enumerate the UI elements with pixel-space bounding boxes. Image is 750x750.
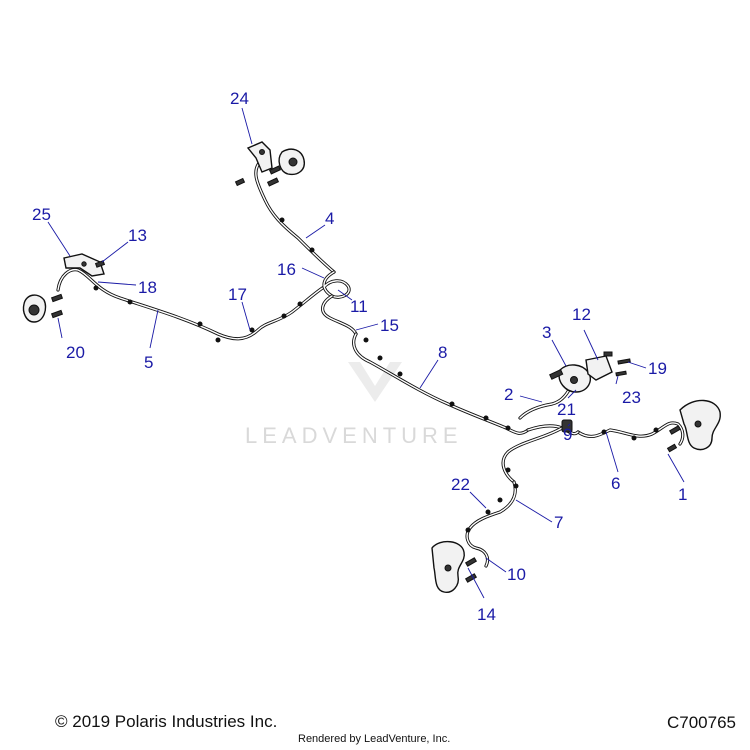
bracket-25 (63, 253, 106, 277)
callout-13: 13 (128, 226, 147, 245)
callout-21: 21 (557, 400, 576, 419)
front-right-caliper (234, 148, 305, 187)
callout-9: 9 (563, 425, 572, 444)
callout-12: 12 (572, 305, 591, 324)
callout-8: 8 (438, 343, 447, 362)
callout-10: 10 (507, 565, 526, 584)
copyright-text: © 2019 Polaris Industries Inc. (55, 712, 278, 731)
line-clips (93, 217, 659, 533)
rear-left-caliper (431, 541, 478, 593)
callout-25: 25 (32, 205, 51, 224)
callout-2: 2 (504, 385, 513, 404)
bracket-24 (246, 141, 273, 173)
callout-19: 19 (648, 359, 667, 378)
brake-line-5 (56, 268, 326, 341)
reservoir-12 (585, 351, 613, 381)
brake-line-4 (254, 158, 336, 274)
leadventure-watermark: LEADVENTURE (245, 362, 463, 448)
rendered-by-text: Rendered by LeadVenture, Inc. (298, 733, 451, 745)
rear-right-caliper (666, 399, 721, 453)
fittings-19-23 (615, 358, 631, 377)
callout-17: 17 (228, 285, 247, 304)
callout-11: 11 (350, 297, 368, 316)
callout-1: 1 (678, 485, 687, 504)
front-left-caliper (22, 293, 64, 323)
brake-line-8 (352, 332, 530, 435)
leader-lines (47, 107, 685, 599)
callout-6: 6 (611, 474, 620, 493)
callout-18: 18 (138, 278, 157, 297)
callout-5: 5 (144, 353, 153, 372)
callout-3: 3 (542, 323, 551, 342)
brake-line-6 (576, 421, 685, 446)
callout-24: 24 (230, 89, 249, 108)
brake-line-7 (465, 480, 517, 568)
watermark-text: LEADVENTURE (245, 423, 463, 448)
watermark-logo-icon (348, 362, 402, 402)
callout-23: 23 (622, 388, 641, 407)
junction-fitting-9 (561, 419, 573, 433)
diagram-code: C700765 (666, 713, 736, 732)
callout-16: 16 (277, 260, 296, 279)
callout-4: 4 (325, 209, 334, 228)
callout-20: 20 (66, 343, 85, 362)
callout-7: 7 (554, 513, 563, 532)
brake-line-11-loop (321, 270, 358, 336)
callout-15: 15 (380, 316, 399, 335)
brake-line-2 (518, 386, 572, 420)
callouts: 1 2 3 4 5 6 7 8 9 10 11 12 13 14 15 16 1… (32, 89, 687, 624)
callout-14: 14 (477, 605, 496, 624)
callout-22: 22 (451, 475, 470, 494)
master-cylinder-3 (549, 364, 592, 393)
